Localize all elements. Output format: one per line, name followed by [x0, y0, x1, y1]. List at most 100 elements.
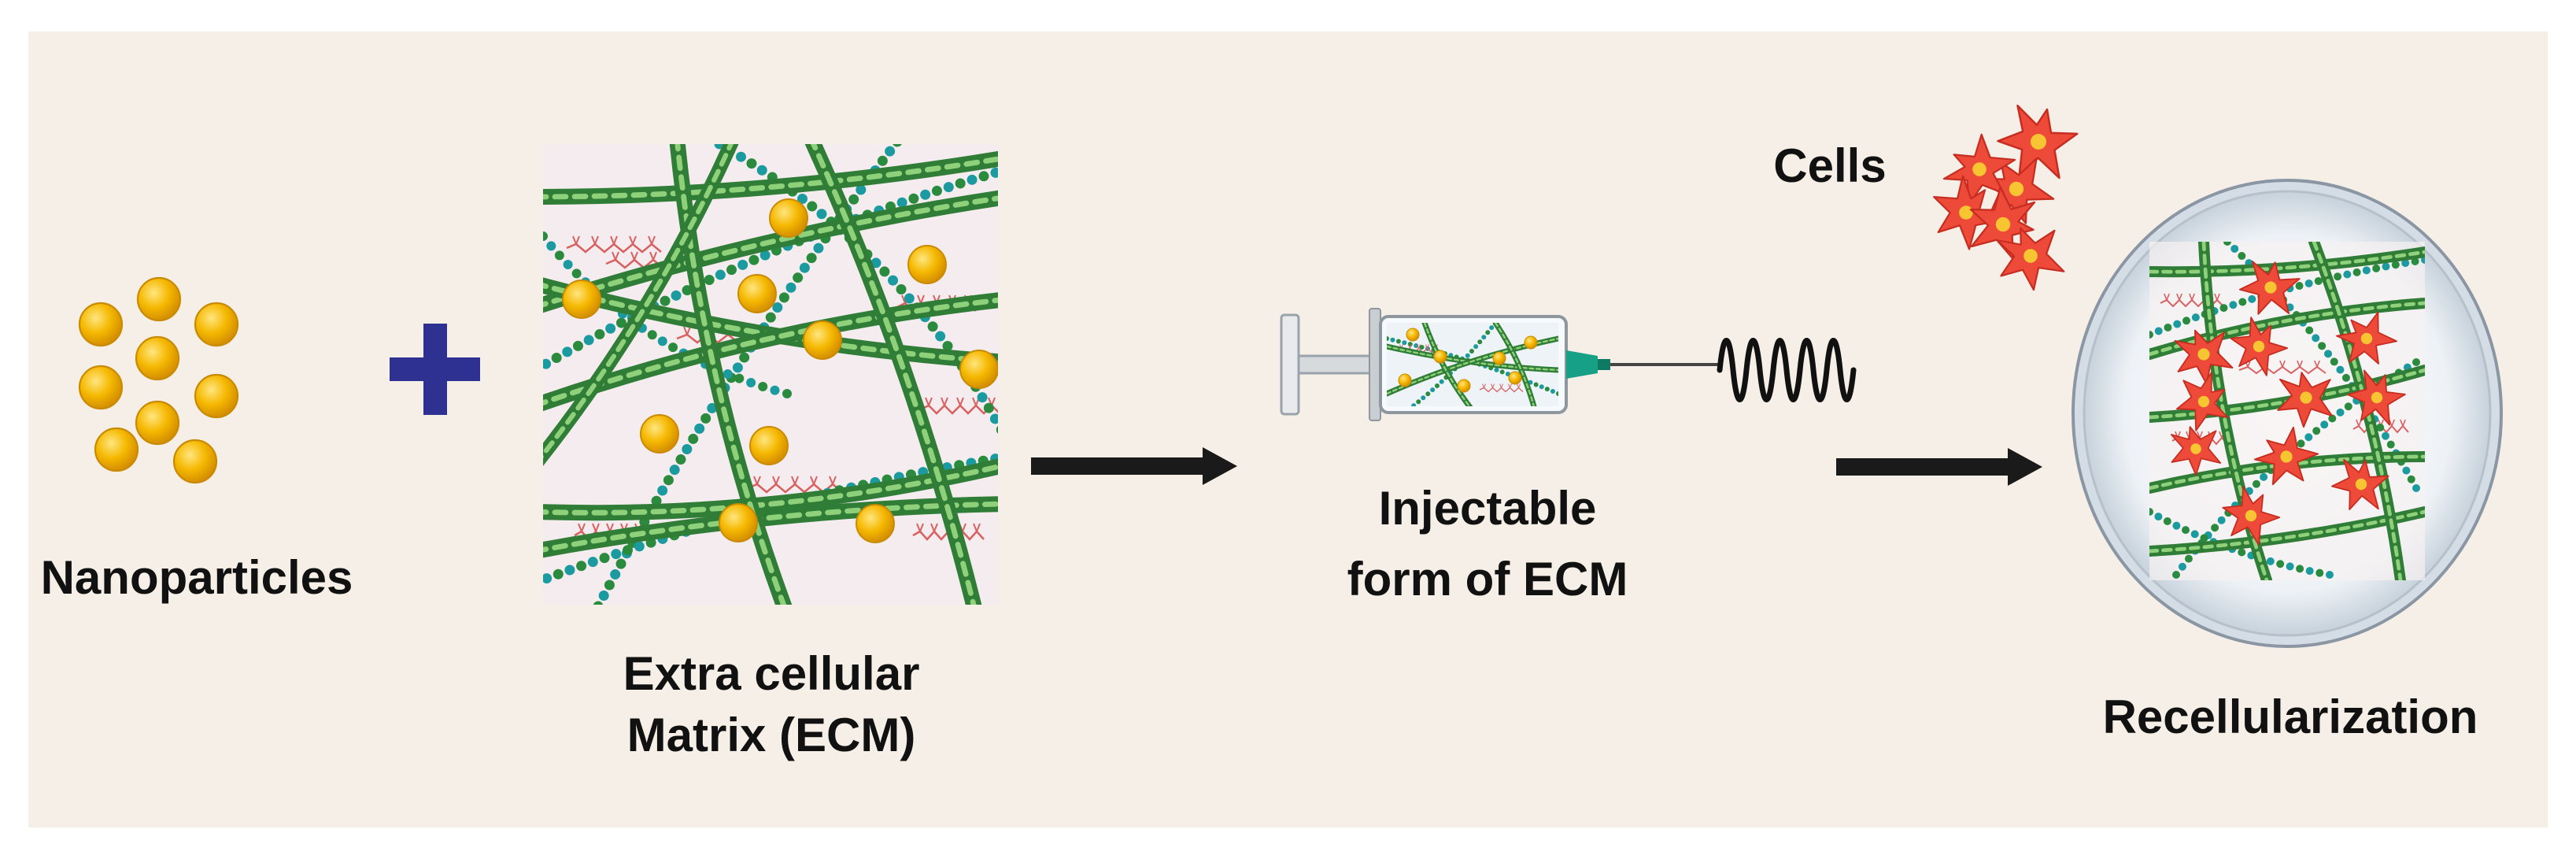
bead [688, 433, 699, 444]
cell-nucleus [2280, 450, 2293, 463]
bead [2163, 517, 2171, 525]
cell-icon [2253, 426, 2319, 486]
bead [2238, 298, 2247, 306]
protein-branch [591, 235, 599, 245]
bead [2324, 350, 2333, 358]
protein-branch [1425, 344, 1429, 349]
protein-branch [791, 476, 799, 485]
bead [799, 262, 810, 273]
protein-branch [649, 251, 657, 261]
protein-branch [1408, 344, 1412, 349]
bead [885, 146, 896, 157]
bead [723, 368, 733, 379]
bead [904, 293, 915, 304]
protein-branch [683, 326, 691, 335]
bead [1469, 348, 1474, 354]
protein-branch [772, 476, 780, 485]
protein-branch [2176, 293, 2182, 301]
bead [704, 133, 714, 143]
protein-branch [941, 397, 948, 406]
bead [2182, 317, 2191, 325]
bead [562, 346, 573, 357]
bead [896, 283, 907, 294]
bead [870, 257, 881, 268]
bead [813, 243, 824, 254]
cell-nucleus [2360, 332, 2373, 345]
bead [682, 443, 693, 454]
protein-branch [629, 235, 637, 245]
bead [990, 167, 998, 178]
nanoparticle [194, 373, 239, 419]
bead [2304, 433, 2313, 442]
bead [1481, 335, 1487, 340]
cell-icon [2331, 458, 2389, 511]
bead [605, 323, 616, 334]
bead [785, 282, 796, 293]
nanoparticle [78, 302, 124, 347]
protein-branch [606, 523, 614, 532]
bead [2318, 342, 2327, 350]
bead [772, 302, 783, 313]
bead [2266, 557, 2275, 565]
bead [1550, 389, 1555, 394]
bead [530, 578, 541, 588]
bead [2305, 567, 2314, 576]
cell-nucleus [2197, 395, 2210, 408]
bead [770, 385, 780, 395]
nanoparticle [135, 400, 180, 446]
bead [2260, 472, 2268, 481]
petri-dish-icon [2072, 179, 2503, 648]
protein-branch [956, 397, 964, 406]
bead [1416, 399, 1421, 405]
bead [2286, 562, 2294, 571]
bead [1499, 369, 1505, 375]
bead [879, 266, 890, 277]
bead [856, 184, 867, 195]
bead [2312, 427, 2321, 435]
bead [1003, 452, 1013, 462]
bead [2382, 262, 2390, 271]
bead [1477, 339, 1483, 345]
bead [732, 362, 743, 373]
bead [1465, 353, 1470, 358]
bead [807, 201, 818, 212]
bead [551, 353, 562, 364]
bead [2328, 414, 2337, 423]
nanoparticle [907, 245, 947, 284]
nanoparticle [1406, 328, 1420, 342]
protein-branch [592, 523, 600, 532]
bead [634, 541, 645, 552]
bead [2178, 562, 2186, 571]
protein-branch [2314, 360, 2320, 368]
protein-branch [1482, 383, 1486, 388]
bead [2149, 508, 2153, 516]
nanoparticle [562, 280, 601, 319]
protein-branch [2214, 293, 2220, 301]
protein-branch [572, 235, 580, 245]
plus-icon [390, 324, 480, 415]
nanoparticle [94, 427, 139, 472]
bead [553, 568, 564, 579]
bead [989, 413, 998, 424]
bead [2238, 548, 2246, 557]
bead [1485, 330, 1491, 335]
bead [1556, 391, 1558, 396]
bead [2173, 320, 2182, 328]
bead [1003, 165, 1013, 175]
bead [1390, 337, 1395, 342]
protein-branch [630, 251, 638, 261]
cell-nucleus [2355, 478, 2367, 491]
cell-nucleus [2009, 181, 2024, 197]
bead [1539, 384, 1544, 390]
bead [765, 312, 776, 323]
bead [2276, 560, 2285, 568]
nanoparticle [959, 350, 998, 389]
cell-icon [2336, 311, 2397, 365]
bead [682, 285, 693, 296]
bead [896, 197, 907, 208]
protein-branch [2279, 360, 2286, 368]
protein-branch [578, 523, 586, 532]
bead [669, 465, 680, 476]
bead [748, 254, 759, 265]
bead [893, 144, 902, 147]
